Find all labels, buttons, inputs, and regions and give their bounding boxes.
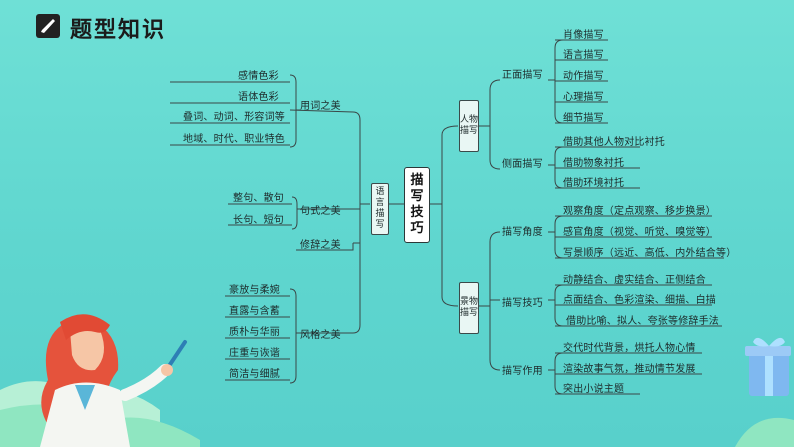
item-direct-4: 心理描写 <box>563 92 604 103</box>
center-node: 描写技巧 <box>404 167 430 243</box>
item-word-1: 感情色彩 <box>238 71 279 82</box>
item-style-1: 豪放与柔婉 <box>229 285 280 296</box>
edit-check-icon <box>36 14 60 38</box>
item-sentence-2: 长句、短句 <box>233 215 284 226</box>
item-direct-2: 语言描写 <box>563 50 604 61</box>
item-angle-1: 观察角度（定点观察、移步换景） <box>563 206 716 217</box>
item-word-3: 叠词、动词、形容词等 <box>183 112 285 123</box>
item-effect-3: 突出小说主题 <box>563 384 625 395</box>
item-indirect-3: 借助环境衬托 <box>563 178 625 189</box>
item-indirect-1: 借助其他人物对比衬托 <box>563 137 665 148</box>
node-character-description: 人物描写 <box>459 100 479 152</box>
item-technique-1: 动静结合、虚实结合、正侧结合 <box>563 275 706 286</box>
group-indirect: 侧面描写 <box>502 159 543 170</box>
item-direct-5: 细节描写 <box>563 113 604 124</box>
item-technique-3: 借助比喻、拟人、夸张等修辞手法 <box>566 316 719 327</box>
node-language-description: 语言描写 <box>371 183 389 235</box>
group-angle: 描写角度 <box>502 227 543 238</box>
group-word-choice: 用词之美 <box>300 101 341 112</box>
page-title: 题型知识 <box>70 18 167 43</box>
group-sentence: 句式之美 <box>300 206 341 217</box>
teacher-illustration <box>0 314 200 447</box>
item-style-2: 直露与含蓄 <box>229 306 280 317</box>
group-direct: 正面描写 <box>502 70 543 81</box>
item-word-4: 地域、时代、职业特色 <box>183 134 285 145</box>
item-direct-3: 动作描写 <box>563 71 604 82</box>
group-technique: 描写技巧 <box>502 298 543 309</box>
item-word-2: 语体色彩 <box>238 92 279 103</box>
item-style-5: 简洁与细腻 <box>229 369 280 380</box>
item-indirect-2: 借助物象衬托 <box>563 158 625 169</box>
item-technique-2: 点面结合、色彩渲染、细描、白描 <box>563 295 716 306</box>
node-scenery-description: 景物描写 <box>459 282 479 334</box>
group-effect: 描写作用 <box>502 366 543 377</box>
gift-box-illustration <box>735 337 794 447</box>
group-rhetoric: 修辞之美 <box>300 240 341 251</box>
item-effect-1: 交代时代背景，烘托人物心情 <box>563 343 696 354</box>
item-angle-2: 感官角度（视觉、听觉、嗅觉等） <box>563 227 716 238</box>
group-style: 风格之美 <box>300 330 341 341</box>
item-sentence-1: 整句、散句 <box>233 193 284 204</box>
item-angle-3: 写景顺序（远近、高低、内外结合等） <box>563 248 737 259</box>
item-style-4: 庄重与诙谐 <box>229 348 280 359</box>
item-style-3: 质朴与华丽 <box>229 327 280 338</box>
item-effect-2: 渲染故事气氛，推动情节发展 <box>563 364 696 375</box>
item-direct-1: 肖像描写 <box>563 30 604 41</box>
